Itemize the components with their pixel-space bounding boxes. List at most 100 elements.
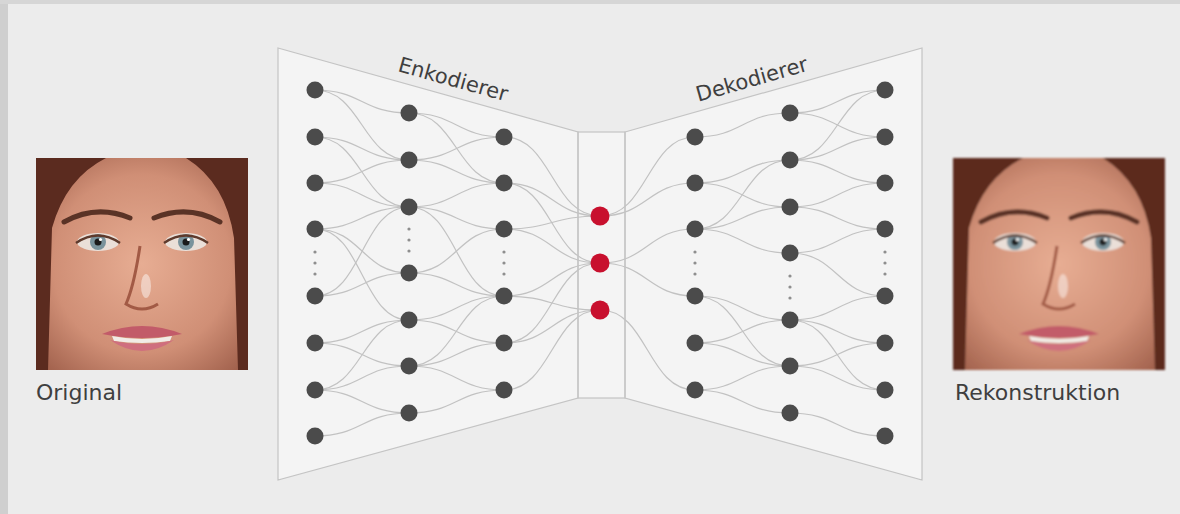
- neuron: [401, 265, 418, 282]
- eye: [994, 233, 1036, 251]
- neuron: [782, 199, 799, 216]
- block-outline: [625, 40, 922, 482]
- lower-lip: [1027, 340, 1091, 351]
- ellipsis-dot: [693, 272, 696, 275]
- network-link: [409, 343, 504, 366]
- glint: [99, 238, 102, 241]
- neuron: [877, 82, 894, 99]
- glint: [187, 238, 190, 241]
- network-link: [409, 160, 504, 183]
- network-link: [790, 207, 885, 229]
- ellipsis-dot: [313, 272, 316, 275]
- neuron: [401, 312, 418, 329]
- ellipsis-dot: [883, 272, 886, 275]
- network-link: [695, 229, 790, 253]
- ellipsis-dot: [407, 249, 410, 252]
- eyebrow: [1071, 212, 1137, 222]
- edge-band: [0, 0, 8, 514]
- network-link: [409, 296, 504, 366]
- network-link: [790, 90, 885, 113]
- eyelid: [76, 236, 120, 244]
- network-link: [790, 137, 885, 160]
- network-link: [504, 216, 600, 229]
- trapezoid-outline: [625, 48, 922, 480]
- ellipsis-dot: [883, 261, 886, 264]
- network-link: [790, 229, 885, 253]
- neuron: [877, 428, 894, 445]
- network-link: [695, 113, 790, 137]
- skin: [953, 158, 1165, 370]
- skin: [36, 158, 248, 370]
- network-link: [790, 320, 885, 390]
- image-panel: Rekonstruktion: [953, 158, 1165, 410]
- network-link: [790, 366, 885, 390]
- neuron: [307, 82, 324, 99]
- network-link: [790, 320, 885, 343]
- network-link: [315, 137, 409, 160]
- network-link: [695, 366, 790, 390]
- neuron: [782, 105, 799, 122]
- neuron: [307, 129, 324, 146]
- neuron: [401, 152, 418, 169]
- nose: [126, 246, 158, 309]
- ellipsis-dot: [883, 250, 886, 253]
- network-link: [409, 183, 504, 207]
- network-link: [504, 263, 600, 296]
- neuron: [401, 199, 418, 216]
- network-link: [409, 296, 504, 320]
- neuron: [687, 221, 704, 238]
- decoder-fill: [625, 48, 922, 480]
- network-link: [315, 390, 409, 413]
- encoder-block: Enkodierer: [278, 40, 578, 482]
- ellipsis-dot: [407, 238, 410, 241]
- neuron: [496, 382, 513, 399]
- nose: [1043, 246, 1075, 309]
- neuron: [877, 221, 894, 238]
- neuron: [782, 405, 799, 422]
- network-link: [409, 366, 504, 390]
- eyebrow: [981, 212, 1047, 222]
- neuron: [307, 175, 324, 192]
- network-link: [409, 273, 504, 296]
- neuron: [496, 335, 513, 352]
- network-link: [600, 183, 695, 216]
- neuron: [401, 405, 418, 422]
- ellipsis-dot: [313, 261, 316, 264]
- neuron: [496, 129, 513, 146]
- glint: [1104, 238, 1107, 241]
- neuron: [496, 288, 513, 305]
- neuron: [496, 221, 513, 238]
- network-link: [409, 207, 504, 296]
- face-photo: [36, 158, 248, 370]
- glint: [1016, 238, 1019, 241]
- network-link: [504, 137, 600, 216]
- block-outline: [278, 40, 578, 482]
- network-link: [695, 320, 790, 343]
- network-link: [695, 160, 790, 183]
- network-link: [504, 310, 600, 390]
- network-link: [790, 343, 885, 366]
- network-link: [790, 160, 885, 183]
- network-link: [409, 229, 504, 273]
- network-link: [695, 343, 790, 366]
- trapezoid-outline: [278, 48, 578, 480]
- neuron: [782, 245, 799, 262]
- block-label: Dekodierer: [693, 52, 811, 108]
- pupil: [95, 239, 102, 246]
- neuron: [307, 221, 324, 238]
- encoder-fill: [278, 48, 578, 480]
- network-link: [315, 207, 409, 296]
- block-label: Enkodierer: [395, 53, 510, 108]
- neuron: [687, 129, 704, 146]
- eyelid: [993, 236, 1037, 244]
- eyelid: [164, 236, 208, 244]
- neuron: [877, 175, 894, 192]
- network-link: [504, 310, 600, 343]
- network-link: [409, 390, 504, 413]
- network-link: [315, 90, 409, 160]
- network-link: [695, 207, 790, 229]
- neuron: [877, 129, 894, 146]
- latent-neuron: [591, 207, 610, 226]
- network-link: [600, 137, 695, 216]
